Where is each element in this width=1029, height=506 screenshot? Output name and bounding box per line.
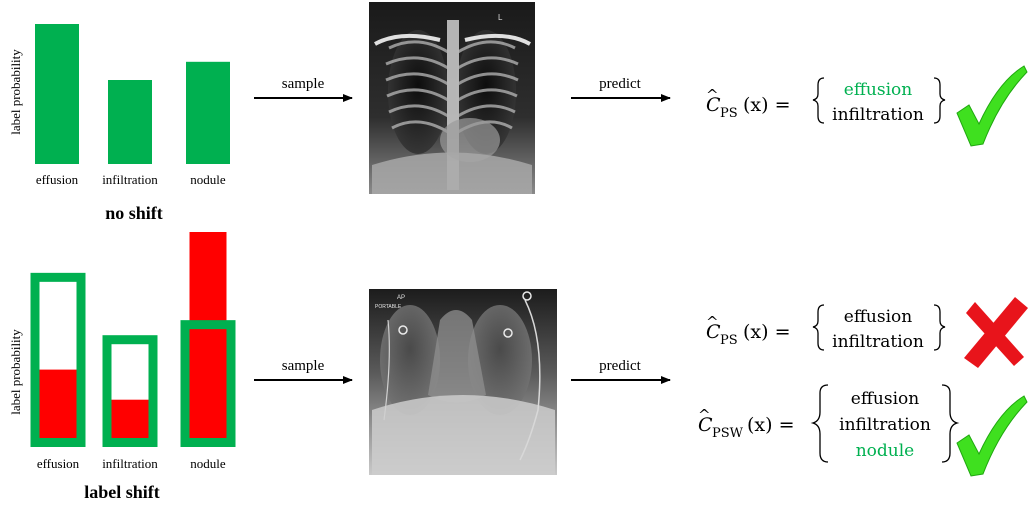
- ps-set-item-effusion: effusion: [844, 307, 912, 327]
- top-sample-arrow: sample: [254, 76, 352, 98]
- bottom-sample-label: sample: [282, 358, 325, 374]
- bottom-predict-arrow: predict: [571, 358, 670, 380]
- cross-mark-icon: [964, 297, 1028, 368]
- bottom-chart-caption: label shift: [84, 482, 160, 502]
- top-chart-caption: no shift: [105, 203, 163, 223]
- category-label-effusion: effusion: [37, 456, 80, 471]
- top-chart-ylabel: label probability: [8, 49, 23, 135]
- chest-xray-pa-image: L: [369, 2, 535, 194]
- top-predict-label: predict: [599, 76, 641, 92]
- category-label-infiltration: infiltration: [102, 172, 158, 187]
- no-shift-bar-chart: label probability effusion infiltration no…: [8, 24, 230, 223]
- psw-set-argument: (x) =: [747, 414, 795, 436]
- svg-text:^: ^: [698, 406, 711, 424]
- psw-set-item-nodule: nodule: [856, 441, 915, 461]
- bar-nodule: [186, 62, 230, 164]
- ps-set-item-infiltration: infiltration: [832, 332, 924, 352]
- ps-set-argument: (x) =: [743, 321, 791, 343]
- category-label-infiltration: infiltration: [102, 456, 158, 471]
- bottom-sample-arrow: sample: [254, 358, 352, 380]
- top-set-argument: (x) =: [743, 94, 791, 116]
- xray-marker-portable: PORTABLE: [375, 304, 402, 310]
- top-predict-arrow: predict: [571, 76, 670, 98]
- svg-text:^: ^: [706, 86, 719, 104]
- top-prediction-set: C ^ PS (x) = effusion infiltration: [706, 66, 1027, 146]
- top-sample-label: sample: [282, 76, 325, 92]
- svg-text:L: L: [498, 13, 503, 22]
- psw-set-item-infiltration: infiltration: [839, 415, 931, 435]
- bottom-predict-label: predict: [599, 358, 641, 374]
- bottom-chart-ylabel: label probability: [8, 329, 23, 415]
- shifted-bar-effusion: [40, 370, 77, 447]
- top-set-subscript: PS: [720, 106, 738, 121]
- psw-set-item-effusion: effusion: [851, 389, 919, 409]
- top-set-item-infiltration: infiltration: [832, 105, 924, 125]
- bar-infiltration: [108, 80, 152, 164]
- chest-xray-portable-image: AP PORTABLE: [369, 289, 557, 475]
- shifted-bar-nodule: [190, 232, 227, 447]
- psw-set-subscript: PSW: [712, 426, 744, 441]
- check-mark-icon: [957, 396, 1027, 476]
- label-shift-bar-chart: label probability effusion infiltration no…: [8, 232, 236, 502]
- top-set-item-effusion: effusion: [844, 80, 912, 100]
- xray-marker-ap: AP: [397, 295, 405, 301]
- category-label-effusion: effusion: [36, 172, 79, 187]
- category-label-nodule: nodule: [190, 172, 226, 187]
- svg-text:^: ^: [706, 313, 719, 331]
- bottom-prediction-set-ps: C ^ PS (x) = effusion infiltration: [706, 297, 1028, 368]
- check-mark-icon: [957, 66, 1027, 146]
- category-label-nodule: nodule: [190, 456, 226, 471]
- ps-set-subscript: PS: [720, 333, 738, 348]
- bar-effusion: [35, 24, 79, 164]
- bottom-prediction-set-psw: C ^ PSW (x) = effusion infiltration nodu…: [698, 385, 1027, 476]
